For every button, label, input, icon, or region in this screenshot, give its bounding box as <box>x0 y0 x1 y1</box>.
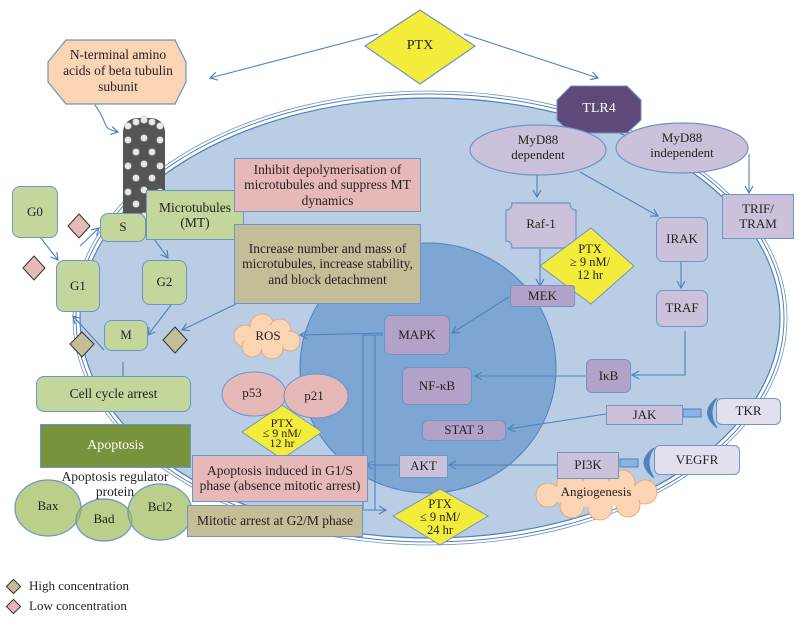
high-conc-marker-1 <box>69 331 95 358</box>
pi3k-node: PI3K <box>557 452 619 479</box>
arrow-myd88-irak <box>579 171 660 217</box>
tlr4-label: TLR4 <box>582 101 616 116</box>
ros-cloud <box>233 313 301 360</box>
legend-high-concentration: High concentration <box>5 578 129 594</box>
phase-s: S <box>100 213 146 242</box>
high-conc-marker-2 <box>162 326 188 354</box>
dose-g2m-line1: PTX <box>428 497 452 511</box>
tkr-connector <box>682 397 718 429</box>
apoptosis-box: Apoptosis <box>40 424 191 468</box>
myd88-independent-label: MyD88 independent <box>650 130 714 160</box>
arrow-effect-to-m <box>180 303 237 332</box>
ptx-dose-diamond-mek <box>539 227 635 305</box>
phase-g2: G2 <box>142 260 187 305</box>
tkr-node: TKR <box>716 398 781 425</box>
mapk-node: MAPK <box>384 315 450 355</box>
arrow-g0-g1 <box>39 236 59 261</box>
bax-label: Bax <box>37 498 59 513</box>
stat3-node: STAT 3 <box>422 420 506 441</box>
p21-label: p21 <box>304 388 324 403</box>
microtubules-box: Microtubules (MT) <box>146 190 244 240</box>
dose-mek-line1: PTX <box>578 242 602 256</box>
low-concentration-swatch-icon <box>5 598 22 614</box>
phase-g0: G0 <box>12 186 58 238</box>
raf1-label: Raf-1 <box>526 216 556 231</box>
cell-cycle-arrest: Cell cycle arrest <box>36 376 191 412</box>
bcl2-label: Bcl2 <box>147 499 173 514</box>
arrow-g1-s <box>79 227 100 247</box>
low-conc-marker-2 <box>22 255 46 281</box>
bad-label: Bad <box>93 511 115 526</box>
tlr4-octagon <box>556 85 642 134</box>
target-site-label: N-terminal amino acids of beta tubulin s… <box>63 47 173 94</box>
vegfr-connector <box>619 447 655 479</box>
dose-p53-line2: ≤ 9 nM/ <box>262 426 302 440</box>
dose-p53-line3: 12 hr <box>269 436 295 450</box>
ros-label: ROS <box>255 328 281 343</box>
apoptosis-g1s-box: Apoptosis induced in G1/S phase (absence… <box>192 455 368 502</box>
high-concentration-swatch-icon <box>5 578 22 594</box>
legend-high-label: High concentration <box>29 578 129 593</box>
dose-g2m-line2: ≤ 9 nM/ <box>419 510 461 524</box>
low-conc-marker-1 <box>67 213 91 239</box>
ikb-node: IκB <box>586 359 631 393</box>
trif-tram-node: TRIF/ TRAM <box>722 194 794 239</box>
traf-node: TRAF <box>656 290 708 327</box>
legend-low-concentration: Low concentration <box>5 598 127 614</box>
myd88-dependent-shape <box>469 124 607 176</box>
phase-g1: G1 <box>56 260 100 312</box>
nfkb-node: NF-κB <box>402 367 472 405</box>
myd88-independent-shape <box>615 122 749 174</box>
ptx-dose-diamond-g2m <box>392 488 489 546</box>
arrow-traf-ikb <box>630 331 686 380</box>
angiogenesis-label: Angiogenesis <box>560 484 632 499</box>
ptx-diamond <box>363 9 477 85</box>
phase-m: M <box>104 320 148 351</box>
dose-p53-line1: PTX <box>270 416 294 430</box>
mitotic-arrest-box: Mitotic arrest at G2/M phase <box>187 505 363 537</box>
arrow-ptx-to-tubulin <box>208 33 379 81</box>
myd88-dependent-label: MyD88 dependent <box>511 132 565 162</box>
p21-shape <box>283 373 349 419</box>
dose-mek-line3: 12 hr <box>576 268 604 282</box>
mek-node: MEK <box>510 285 575 307</box>
dose-mek-line2: ≥ 9 nM/ <box>569 255 611 269</box>
akt-node: AKT <box>399 455 448 478</box>
vegfr-node: VEGFR <box>654 445 740 475</box>
target-site-octagon <box>47 39 187 105</box>
arrow-target-to-tubulin <box>94 104 120 135</box>
arrow-ptx-to-tlr4 <box>463 33 600 81</box>
legend-low-label: Low concentration <box>29 598 127 613</box>
arrow-g2-m <box>147 304 172 336</box>
low-conc-effect-box: Inhibit depolymerisation of microtubules… <box>234 158 421 212</box>
arrow-mapk-ros <box>298 330 384 340</box>
dose-g2m-line3: 24 hr <box>426 523 454 537</box>
arrow-jak-stat3 <box>506 413 607 433</box>
p53-label: p53 <box>242 385 262 400</box>
apoptosis-regulator-label: Apoptosis regulator protein <box>61 469 169 500</box>
ptx-label: PTX <box>406 38 434 53</box>
irak-node: IRAK <box>656 217 708 262</box>
jak-node: JAK <box>606 405 683 425</box>
high-conc-effect-box: Increase number and mass of microtubules… <box>234 224 421 304</box>
arrow-m-g1 <box>72 315 105 351</box>
angiogenesis-cloud <box>535 466 658 521</box>
arrow-mek-mapk <box>450 296 510 334</box>
